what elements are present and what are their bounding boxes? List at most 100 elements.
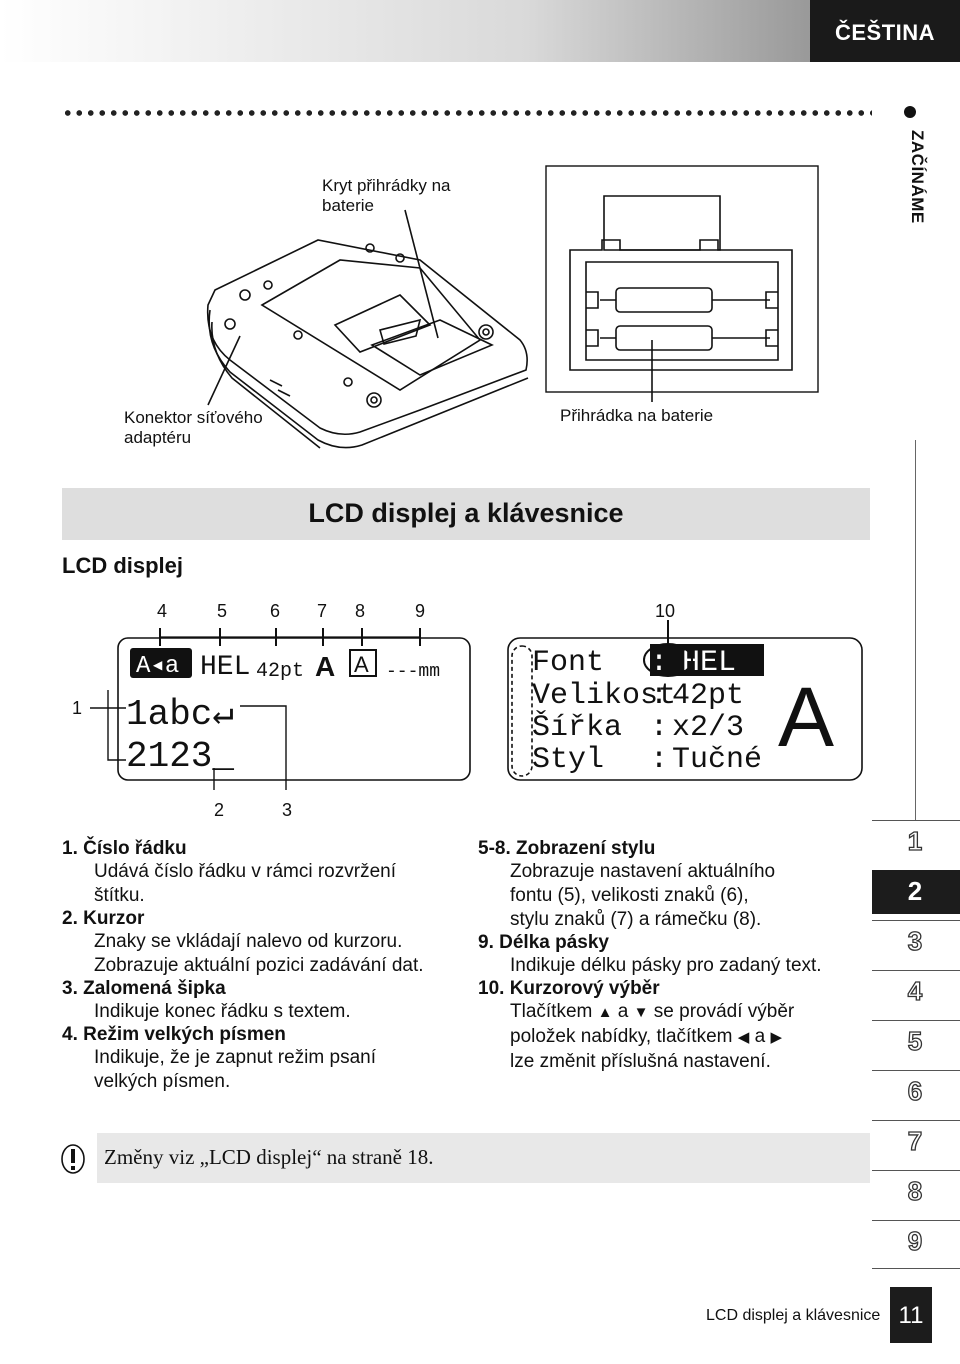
callout-5: 5 bbox=[217, 601, 228, 621]
callout-9: 9 bbox=[415, 601, 426, 621]
bullet-icon bbox=[904, 106, 916, 118]
item-text: Tlačítkem ▲ a ▼ se provádí výběr bbox=[478, 1000, 878, 1025]
item-text: štítku. bbox=[94, 885, 145, 906]
section-title-bar bbox=[62, 488, 870, 540]
lcd-length-indicator: ---mm bbox=[386, 662, 440, 682]
lcd-row-key: Font bbox=[532, 646, 604, 680]
lcd-row-key: Velikost bbox=[532, 679, 676, 713]
chapter-tab-9[interactable]: 9 bbox=[872, 1220, 960, 1264]
item-heading: 2. Kurzor bbox=[62, 908, 145, 929]
label-battery-cover: Kryt přihrádky na baterie bbox=[322, 176, 451, 215]
item-text-part: a bbox=[754, 1026, 766, 1047]
label-adapter-connector: Konektor síťového adaptéru bbox=[124, 408, 263, 447]
item-text-part: položek nabídky, tlačítkem bbox=[510, 1026, 733, 1047]
warning-icon bbox=[61, 1144, 85, 1174]
page-number: 11 bbox=[890, 1287, 932, 1343]
callout-2: 2 bbox=[214, 800, 225, 820]
lcd-row-value: HEL bbox=[682, 646, 736, 680]
chapter-tab-4[interactable]: 4 bbox=[872, 970, 960, 1014]
callout-8: 8 bbox=[355, 601, 366, 621]
lcd-row-key: Styl bbox=[532, 743, 604, 777]
chapter-tab-3[interactable]: 3 bbox=[872, 920, 960, 964]
item-text: Udává číslo řádku v rámci rozvržení bbox=[94, 861, 396, 882]
item-text: velkých písmen. bbox=[94, 1071, 231, 1092]
item-text: položek nabídky, tlačítkem ◀ a ▶ bbox=[478, 1025, 878, 1050]
list-item: 5-8. Zobrazení stylu Zobrazuje nastavení… bbox=[478, 838, 878, 932]
item-text: Indikuje konec řádku s textem. bbox=[94, 1001, 351, 1022]
item-text-part: a bbox=[617, 1001, 629, 1022]
list-item: 3. Zalomená šipka Indikuje konec řádku s… bbox=[62, 978, 462, 1024]
list-item: 1. Číslo řádku Udává číslo řádku v rámci… bbox=[62, 838, 462, 908]
lcd-line-2: 2123_ bbox=[126, 736, 234, 777]
item-text: Indikuje délku pásky pro zadaný text. bbox=[510, 955, 822, 976]
lcd-frame-indicator: A bbox=[354, 652, 369, 677]
lcd-editing-screen: A◂a HEL 42pt A A ---mm 1abc↵ 2123_ bbox=[90, 628, 471, 790]
item-text: Zobrazuje nastavení aktuálního bbox=[510, 861, 776, 882]
section-title: LCD displej a klávesnice bbox=[308, 498, 624, 528]
lcd-row-key: Šířka bbox=[532, 710, 622, 745]
item-heading: 4. Režim velkých písmen bbox=[62, 1024, 286, 1045]
item-text-part: se provádí výběr bbox=[653, 1001, 795, 1022]
left-arrow-icon: ◀ bbox=[737, 1029, 750, 1046]
item-heading: 9. Délka pásky bbox=[478, 932, 609, 953]
chapter-tab-5[interactable]: 5 bbox=[872, 1020, 960, 1064]
svg-text::: : bbox=[650, 646, 668, 680]
list-item: 10. Kurzorový výběr Tlačítkem ▲ a ▼ se p… bbox=[478, 978, 878, 1074]
callout-6: 6 bbox=[270, 601, 281, 621]
item-heading: 10. Kurzorový výběr bbox=[478, 978, 660, 999]
item-text: fontu (5), velikosti znaků (6), bbox=[510, 885, 749, 906]
item-text: Indikuje, že je zapnut režim psaní bbox=[94, 1047, 376, 1068]
up-arrow-icon: ▲ bbox=[597, 1004, 613, 1021]
callout-4: 4 bbox=[157, 601, 168, 621]
right-arrow-icon: ▶ bbox=[770, 1029, 782, 1046]
chapter-title: ZAČÍNÁME bbox=[908, 130, 927, 224]
dotted-divider bbox=[62, 108, 872, 118]
item-text: Zobrazuje aktuální pozici zadávání dat. bbox=[94, 955, 424, 976]
item-heading: 1. Číslo řádku bbox=[62, 838, 187, 859]
svg-text::: : bbox=[650, 743, 668, 777]
footer-section-name: LCD displej a klávesnice bbox=[706, 1307, 881, 1324]
lcd-size-indicator: 42pt bbox=[256, 660, 304, 683]
svg-text::: : bbox=[650, 711, 668, 745]
top-header-bar bbox=[0, 0, 960, 62]
chapter-tab-7[interactable]: 7 bbox=[872, 1120, 960, 1164]
language-tab: ČEŠTINA bbox=[810, 0, 960, 62]
item-text-part: Tlačítkem bbox=[510, 1001, 593, 1022]
note-text: Změny viz „LCD displej“ na straně 18. bbox=[104, 1145, 434, 1169]
item-text: stylu znaků (7) a rámečku (8). bbox=[510, 909, 762, 930]
callout-10: 10 bbox=[655, 601, 676, 621]
subsection-title: LCD displej bbox=[62, 553, 184, 578]
note-box bbox=[97, 1133, 870, 1183]
lcd-font-indicator: HEL bbox=[200, 652, 250, 683]
item-list-left: 1. Číslo řádku Udává číslo řádku v rámci… bbox=[62, 838, 462, 1094]
lcd-caps-mode: A◂a bbox=[136, 653, 179, 680]
item-text: Znaky se vkládají nalevo od kurzoru. bbox=[94, 931, 403, 952]
list-item: 9. Délka pásky Indikuje délku pásky pro … bbox=[478, 932, 878, 978]
lcd-row-value: 42pt bbox=[672, 679, 744, 713]
lcd-style-preview: A bbox=[778, 670, 834, 764]
side-divider bbox=[915, 440, 916, 820]
label-battery-compartment: Přihrádka na baterie bbox=[560, 406, 714, 425]
printer-illustration bbox=[206, 165, 819, 449]
item-list-right: 5-8. Zobrazení stylu Zobrazuje nastavení… bbox=[478, 838, 878, 1074]
svg-text::: : bbox=[650, 679, 668, 713]
chapter-tab-6[interactable]: 6 bbox=[872, 1070, 960, 1114]
lcd-style-indicator: A bbox=[315, 651, 335, 682]
callout-1: 1 bbox=[72, 698, 83, 718]
down-arrow-icon: ▼ bbox=[633, 1004, 649, 1021]
list-item: 2. Kurzor Znaky se vkládají nalevo od ku… bbox=[62, 908, 462, 978]
lcd-line-1: 1abc↵ bbox=[126, 694, 234, 735]
chapter-tab-1[interactable]: 1 bbox=[872, 820, 960, 864]
chapter-tab-8[interactable]: 8 bbox=[872, 1170, 960, 1214]
item-text: lze změnit příslušná nastavení. bbox=[510, 1051, 771, 1072]
list-item: 4. Režim velkých písmen Indikuje, že je … bbox=[62, 1024, 462, 1094]
callout-7: 7 bbox=[317, 601, 328, 621]
chapter-tab-2[interactable]: 2 bbox=[872, 870, 960, 914]
item-heading: 3. Zalomená šipka bbox=[62, 978, 226, 999]
item-heading: 5-8. Zobrazení stylu bbox=[478, 838, 656, 859]
callout-3: 3 bbox=[282, 800, 293, 820]
lcd-row-value: x2/3 bbox=[672, 711, 744, 745]
lcd-style-screen: Font Velikost Šířka Styl : : : : HEL 42p… bbox=[507, 620, 863, 781]
tab-divider bbox=[872, 1268, 960, 1269]
lcd-row-value: Tučné bbox=[672, 743, 762, 777]
